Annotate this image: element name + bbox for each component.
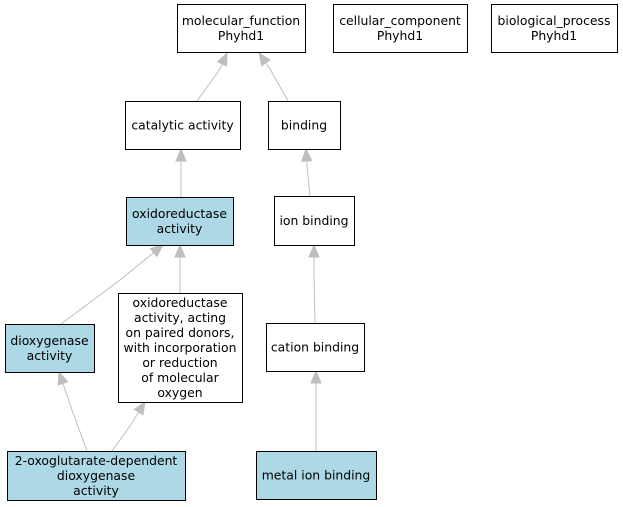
node-label-line: oxygen <box>157 385 202 400</box>
edge-line <box>58 371 88 452</box>
node-label-line: dioxygenase <box>10 333 88 348</box>
node-label-line: 2-oxoglutarate-dependent <box>15 453 178 468</box>
node-catalytic-activity[interactable]: catalytic activity <box>125 101 241 150</box>
edge-dioxygenase-activity-to-oxidoreductase-activity <box>60 244 165 325</box>
node-box <box>333 4 468 53</box>
node-box <box>118 293 243 403</box>
node-label-line: with incorporation <box>124 340 237 355</box>
edge-oxidoreductase-activity-to-catalytic-activity <box>175 147 187 197</box>
node-cation-binding[interactable]: cation binding <box>266 323 365 372</box>
arrowhead <box>258 51 271 67</box>
edge-oxoglutarate-dioxygenase-to-dioxygenase-activity <box>57 370 88 452</box>
node-oxoglutarate-dioxygenase[interactable]: 2-oxoglutarate-dependentdioxygenaseactiv… <box>7 451 186 501</box>
node-label-line: on paired donors, <box>126 325 235 340</box>
edge-oxoglutarate-dioxygenase-to-oxidoreductase-paired-donors <box>111 400 146 452</box>
node-label-line: cellular_component <box>339 13 461 28</box>
node-label-line: activity <box>73 483 119 498</box>
arrowhead <box>175 147 187 162</box>
node-box <box>274 196 355 246</box>
node-box <box>125 101 241 150</box>
edge-ion-binding-to-binding <box>301 147 313 197</box>
node-ion-binding[interactable]: ion binding <box>274 196 355 246</box>
node-label-line: Phyhd1 <box>218 28 264 43</box>
node-label-line: of molecular <box>141 370 219 385</box>
arrowhead <box>57 370 69 386</box>
arrowhead <box>216 51 228 67</box>
node-label-line: binding <box>281 118 327 133</box>
nodes-layer: molecular_functionPhyhd1cellular_compone… <box>5 4 618 501</box>
node-label-line: or reduction <box>142 355 217 370</box>
node-label-line: molecular_function <box>182 13 300 28</box>
node-label-line: activity <box>157 221 203 236</box>
node-label-line: dioxygenase <box>57 468 135 483</box>
node-label-line: activity, acting <box>134 310 226 325</box>
arrowhead <box>308 243 320 258</box>
edge-oxidoreductase-paired-donors-to-oxidoreductase-activity <box>174 243 186 293</box>
edge-binding-to-molecular-function <box>258 51 289 102</box>
edge-line <box>60 244 164 325</box>
node-label-line: biological_process <box>498 13 611 28</box>
node-box <box>491 4 618 53</box>
node-box <box>5 324 95 373</box>
node-label-line: Phyhd1 <box>531 28 577 43</box>
node-label-line: oxidoreductase <box>132 206 227 221</box>
arrowhead <box>310 369 322 384</box>
node-label-line: catalytic activity <box>131 118 233 133</box>
node-box <box>266 323 365 372</box>
node-binding[interactable]: binding <box>268 101 341 150</box>
arrowhead <box>133 400 146 416</box>
node-box <box>7 451 186 501</box>
node-box <box>256 451 377 500</box>
node-label-line: ion binding <box>279 213 348 228</box>
node-label-line: Phyhd1 <box>377 28 423 43</box>
node-box <box>177 4 306 53</box>
node-label-line: metal ion binding <box>262 468 371 483</box>
arrowhead <box>149 244 165 258</box>
edges-layer <box>57 51 322 452</box>
arrowhead <box>301 147 313 162</box>
node-label-line: activity <box>27 348 73 363</box>
node-label-line: cation binding <box>271 340 359 355</box>
edge-metal-ion-binding-to-cation-binding <box>310 369 322 451</box>
node-metal-ion-binding[interactable]: metal ion binding <box>256 451 377 500</box>
edge-catalytic-activity-to-molecular-function <box>196 51 228 102</box>
node-box <box>126 197 234 246</box>
edge-cation-binding-to-ion-binding <box>308 243 320 324</box>
arrowhead <box>174 243 186 258</box>
node-box <box>268 101 341 150</box>
node-label-line: oxidoreductase <box>133 295 228 310</box>
